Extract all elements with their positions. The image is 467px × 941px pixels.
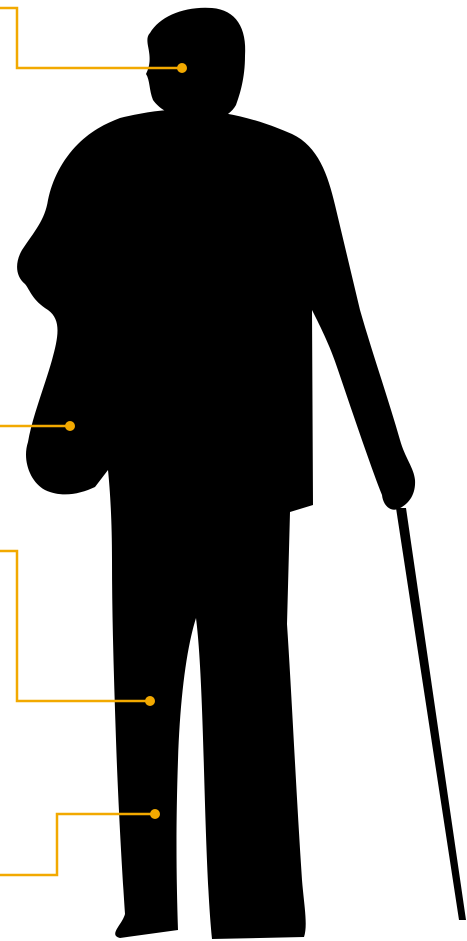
head-silhouette xyxy=(146,8,245,120)
cane xyxy=(396,508,466,920)
bag-callout-dot xyxy=(65,421,75,431)
lower-leg-callout-dot xyxy=(150,809,160,819)
head-callout-dot xyxy=(177,63,187,73)
knee-callout-dot xyxy=(145,696,155,706)
